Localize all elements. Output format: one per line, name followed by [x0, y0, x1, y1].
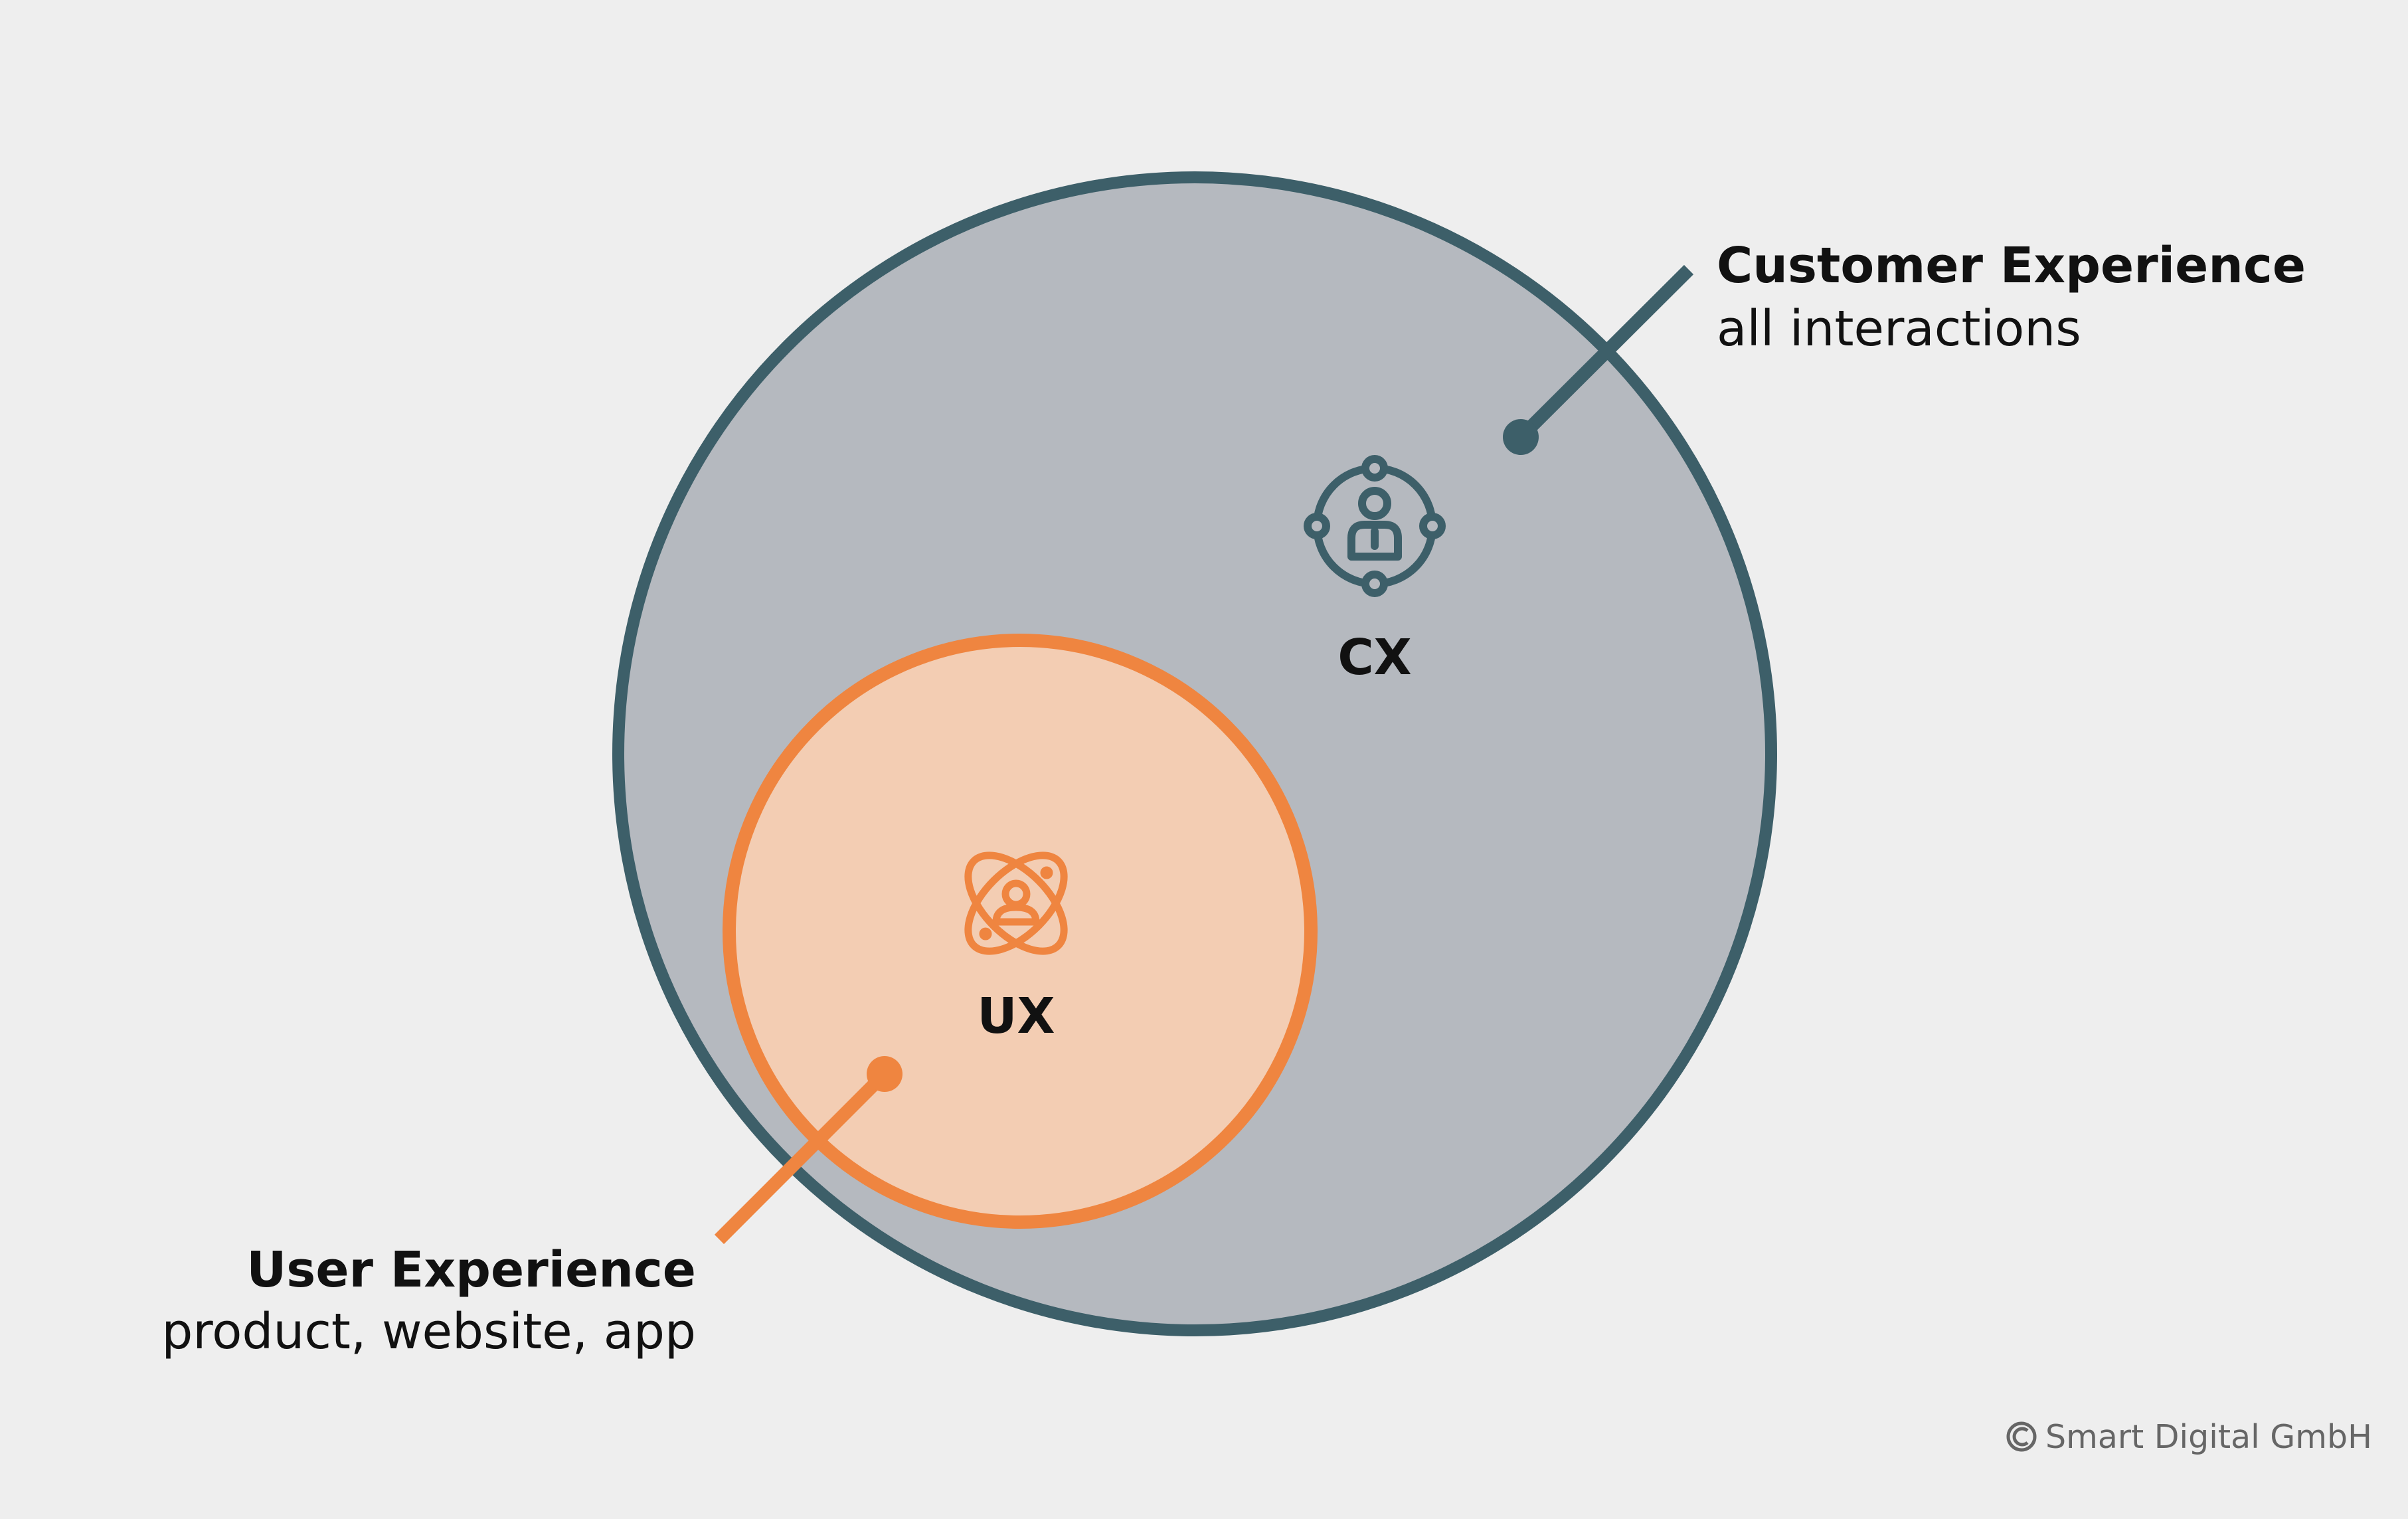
ux-leader-dot: [867, 1056, 903, 1092]
cx-leader-line: [1515, 264, 1694, 442]
person-atom-icon: [964, 851, 1068, 955]
user-experience-title: User Experience: [246, 1241, 696, 1298]
customer-experience-subtitle: all interactions: [1717, 300, 2081, 357]
copyright-text: Smart Digital GmbH: [2045, 1418, 2372, 1456]
person-network-icon: [1304, 455, 1446, 597]
copyright-icon: [2006, 1421, 2037, 1452]
ux-leader-line: [714, 1069, 890, 1245]
user-experience-subtitle: product, website, app: [161, 1303, 696, 1360]
ux-label: UX: [977, 988, 1055, 1045]
cx-leader-dot: [1503, 419, 1539, 455]
customer-experience-title: Customer Experience: [1717, 237, 2306, 294]
cx-label: CX: [1337, 629, 1411, 686]
